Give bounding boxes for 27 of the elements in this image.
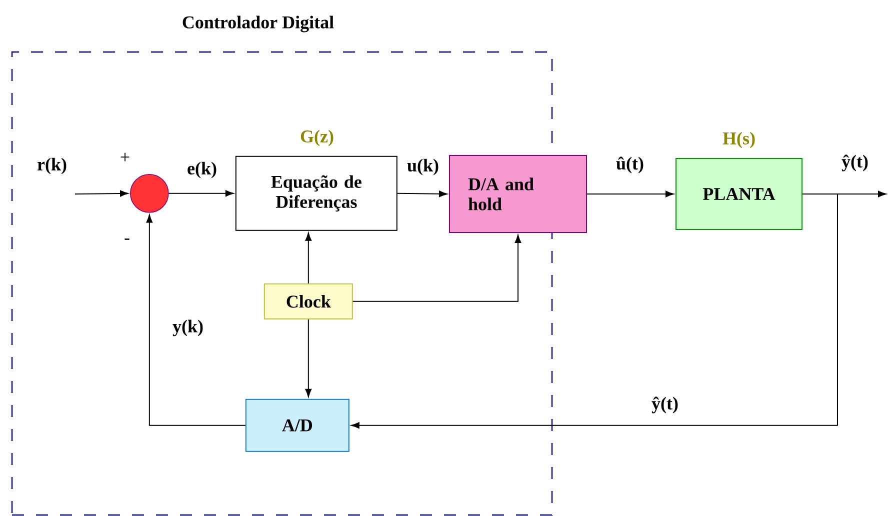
- arrow: [352, 234, 522, 302]
- signal-label: r(k): [36, 156, 68, 176]
- arrow: [305, 318, 312, 398]
- signal-label: y(k): [172, 318, 204, 338]
- arrow: [146, 214, 246, 426]
- process-box: Equação de Diferenças: [235, 156, 398, 231]
- arrow: [396, 190, 448, 198]
- signal-label: û(t): [615, 156, 645, 174]
- clock-box: Clock: [264, 283, 353, 320]
- sign-label: +: [120, 152, 130, 162]
- arrow: [586, 190, 674, 198]
- sign-label: -: [124, 238, 130, 240]
- transfer-function-label: H(s): [722, 132, 755, 148]
- arrow: [351, 194, 838, 429]
- signal-label: e(k): [186, 160, 218, 180]
- arrow: [168, 190, 234, 197]
- signal-label: ŷ(t): [840, 154, 870, 172]
- transfer-function-label: G(z): [300, 130, 334, 146]
- signal-label: ŷ(t): [650, 396, 680, 414]
- converter-box: A/D: [245, 398, 350, 452]
- plant-box: PLANTA: [676, 158, 802, 230]
- frame-title: Controlador Digital: [182, 16, 334, 32]
- converter-box: D/A and hold: [449, 155, 587, 233]
- arrow: [74, 190, 128, 197]
- arrow: [305, 232, 312, 284]
- summing-junction: [130, 174, 169, 213]
- signal-label: u(k): [406, 158, 440, 176]
